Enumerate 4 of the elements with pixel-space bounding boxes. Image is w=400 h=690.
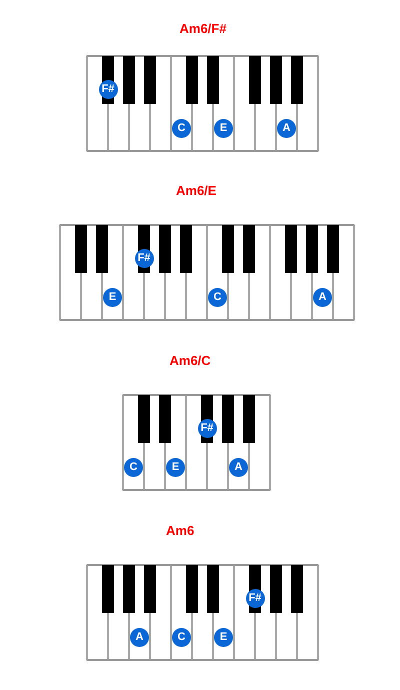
chord-name: Am6/F#	[180, 21, 226, 36]
chord-name: Am6	[166, 523, 194, 538]
chord-name: Am6/C	[170, 353, 211, 368]
chord-name: Am6/E	[176, 183, 216, 198]
